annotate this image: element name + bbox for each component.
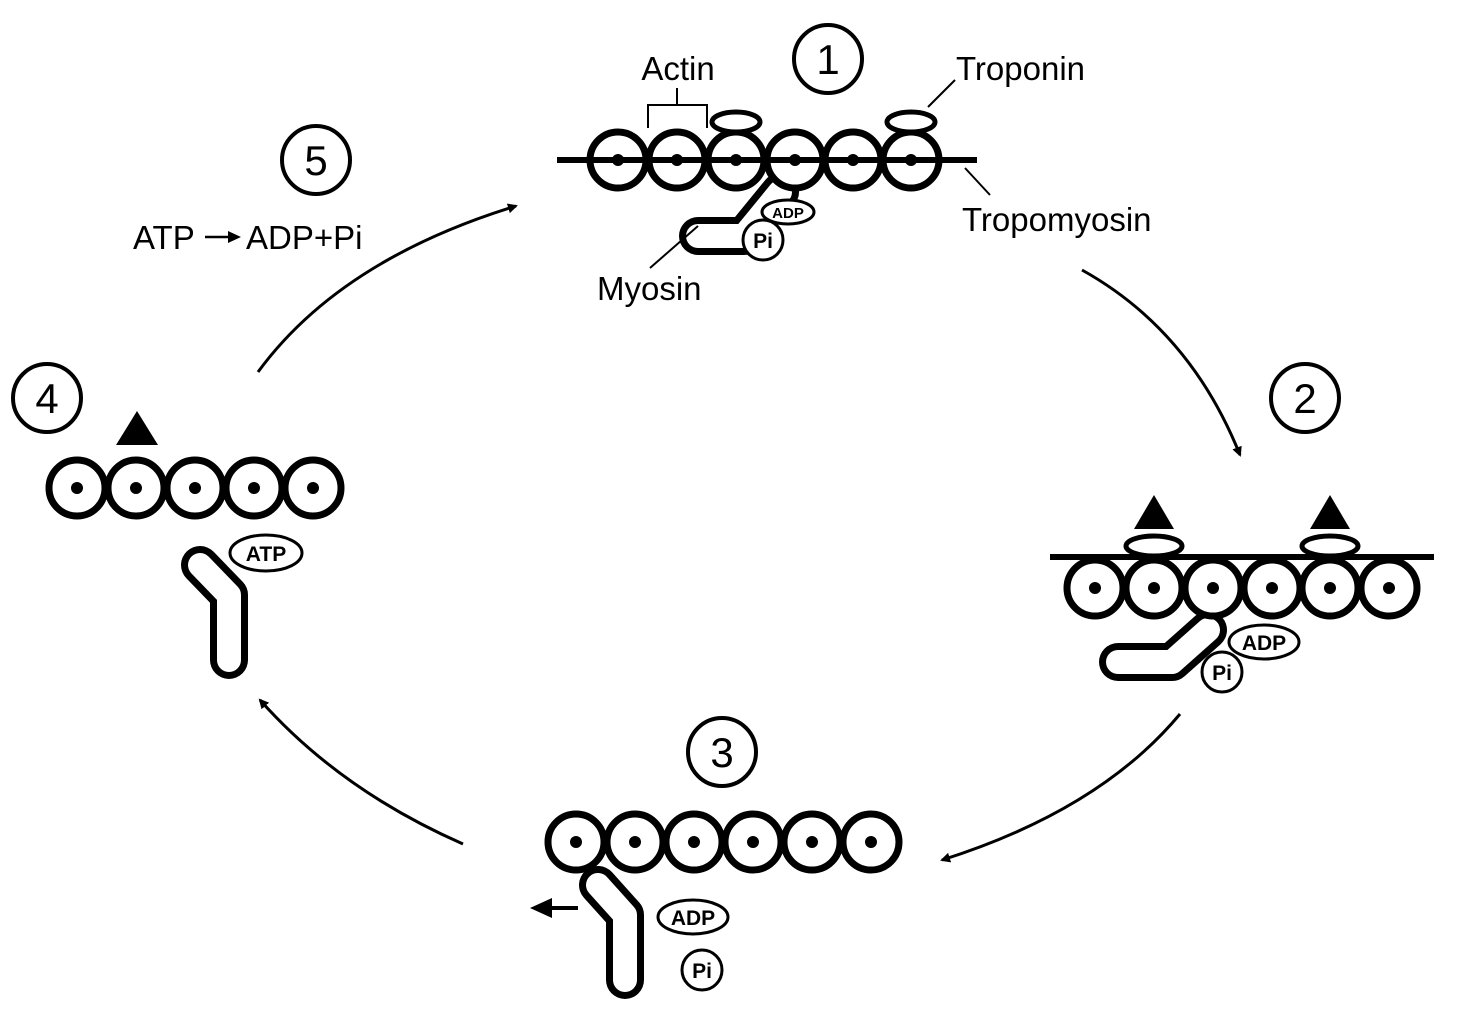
svg-text:ATP: ATP (246, 543, 286, 566)
actin-filament (544, 810, 903, 874)
curved-arrow-icon (256, 203, 518, 373)
step-number-2: 2 (1269, 362, 1341, 434)
svg-text:4: 4 (35, 375, 58, 422)
adp-badge: ADP (760, 198, 816, 226)
svg-text:5: 5 (304, 137, 327, 184)
troponin (1299, 533, 1361, 559)
hydrolysis-reactant: ATP (133, 219, 195, 256)
step-5-hydrolysis: 5 ATP ADP+Pi (133, 124, 362, 256)
svg-text:3: 3 (710, 729, 733, 776)
svg-text:2: 2 (1293, 375, 1316, 422)
pi-badge: Pi (1200, 650, 1244, 694)
troponin (884, 109, 938, 135)
svg-text:ADP: ADP (1242, 632, 1286, 655)
myosin-label: Myosin (597, 270, 702, 307)
myosin-head (1099, 611, 1227, 681)
hydrolysis-products: ADP+Pi (246, 219, 362, 256)
atp-badge: ATP (228, 533, 304, 573)
actin-bracket (647, 88, 708, 128)
step-4-detachment: 4 ATP (11, 362, 345, 679)
troponin (1123, 533, 1185, 559)
step-number-3: 3 (686, 716, 758, 788)
curved-arrow-icon (940, 713, 1182, 863)
pi-badge: Pi (741, 218, 785, 262)
myosin-head (579, 866, 644, 999)
svg-text:ADP: ADP (671, 907, 715, 930)
step-1-resting-state: 1 Actin Troponin Tropomyosin Myosin (557, 23, 1152, 307)
left-arrow-icon (530, 898, 578, 918)
triangle-icon (1134, 495, 1174, 529)
troponin-label: Troponin (956, 50, 1085, 87)
step-number-4: 4 (11, 362, 83, 434)
myosin-leader (649, 225, 699, 269)
svg-text:1: 1 (816, 36, 839, 83)
troponin-leader (927, 79, 956, 108)
tropomyosin-label: Tropomyosin (962, 201, 1152, 238)
cycle-arrows (256, 203, 1242, 863)
curved-arrow-icon (258, 698, 464, 846)
step-number-5: 5 (280, 124, 352, 196)
svg-text:Pi: Pi (692, 960, 712, 983)
myosin-head (181, 546, 248, 679)
step-number-1: 1 (792, 23, 864, 95)
actin-filament (45, 456, 345, 520)
reaction-arrow-icon (205, 231, 241, 243)
triangle-icon (1310, 495, 1350, 529)
tropomyosin-leader (964, 167, 991, 196)
adp-badge: ADP (656, 898, 730, 936)
curved-arrow-icon (1081, 268, 1242, 457)
svg-text:Pi: Pi (753, 230, 773, 253)
svg-text:ADP: ADP (772, 205, 804, 222)
step-2-binding: 2 ADP Pi (1050, 362, 1434, 694)
pi-badge: Pi (680, 948, 724, 992)
triangle-icon (116, 411, 158, 445)
step-3-power-stroke: 3 ADP Pi (530, 716, 903, 999)
actin-filament (1063, 556, 1421, 620)
actin-label: Actin (641, 50, 714, 87)
adp-badge: ADP (1227, 623, 1301, 661)
svg-text:Pi: Pi (1212, 662, 1232, 685)
troponin (709, 109, 763, 135)
